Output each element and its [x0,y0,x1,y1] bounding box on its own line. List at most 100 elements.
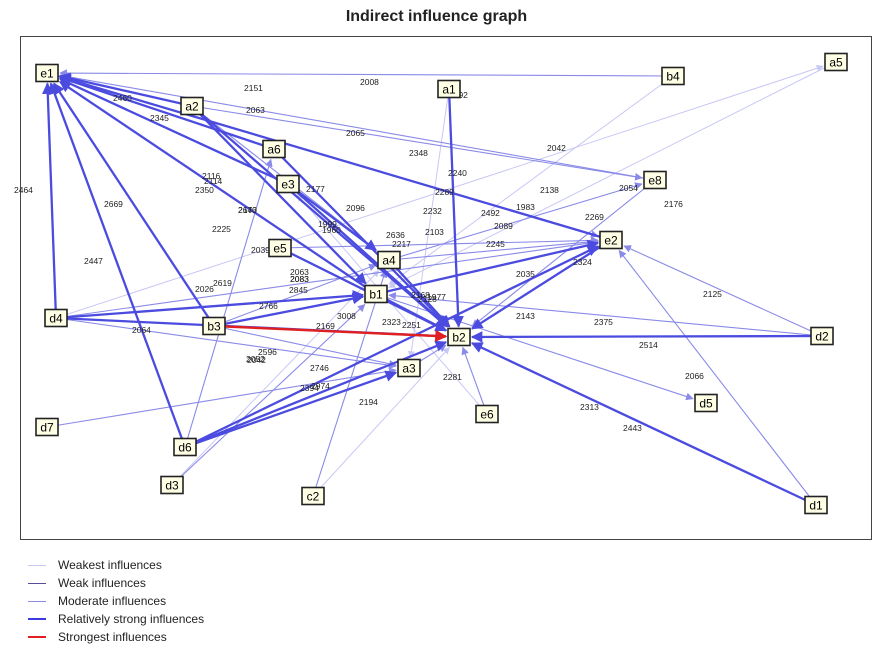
edge-label: 2052 [246,354,265,364]
node-e2: e2 [599,230,623,250]
edge-d2-e2 [623,245,823,337]
edge-label: 2619 [213,278,232,288]
node-b1: b1 [364,284,388,304]
edge-label: 2140 [238,205,257,215]
edge-label: 2596 [258,347,277,357]
edge-label: 2177 [306,184,325,194]
edge-label: 2064 [132,325,151,335]
edge-label: 2845 [289,285,308,295]
edge-label: 2125 [703,289,722,299]
edge-label: 2168 [411,290,430,300]
edge-label: 1983 [516,202,535,212]
edge-label: 2394 [300,383,319,393]
edge-c2-b2 [312,346,450,497]
edge-label: 2042 [247,355,266,365]
edge-d4-a3 [55,317,397,369]
node-box [180,96,204,116]
edge-label: 2065 [346,128,365,138]
edge-label: 2066 [685,371,704,381]
edge-label: 2348 [409,148,428,158]
edge-label: 2114 [204,176,223,186]
node-a1: a1 [437,79,461,99]
edge-label: 2063 [246,105,265,115]
edge-a1-a3 [407,88,450,359]
legend-item: Moderate influences [28,592,204,610]
node-box [35,63,59,83]
node-d5: d5 [694,393,718,413]
node-box [599,230,623,250]
edge-labels: 2008215122892065246019992345208920632116… [14,77,722,433]
node-box [301,486,325,506]
edge-label: 2324 [573,257,592,267]
edge-label: 2460 [113,93,132,103]
edge-label: 2169 [316,321,335,331]
graph-frame [20,36,872,540]
node-d6: d6 [173,437,197,457]
influence-graph: 2008215122892065246019992345208920632116… [14,52,848,515]
edge-d3-a4 [171,269,380,486]
edge-label: 2225 [212,224,231,234]
edge-label: 2103 [425,227,444,237]
node-e1: e1 [35,63,59,83]
node-label: a2 [185,100,199,114]
node-a6: a6 [262,139,286,159]
node-box [810,326,834,346]
edge-e8-e1 [59,72,656,181]
edge-label: 2974 [311,381,330,391]
node-box [475,404,499,424]
node-label: d7 [40,421,54,435]
edge-a5-b1 [388,61,837,288]
legend-swatch [28,600,46,602]
edge-label: 2143 [516,311,535,321]
node-label: a3 [402,362,416,376]
node-d3: d3 [160,475,184,495]
edge-d4-e1 [42,82,58,319]
node-label: e2 [604,234,618,248]
node-e3: e3 [276,174,300,194]
node-label: a6 [267,143,281,157]
node-label: a5 [829,56,843,70]
node-box [661,66,685,86]
edge-label: 2116 [202,171,221,181]
edge-a1-b2 [447,88,464,328]
legend-item: Weak influences [28,574,204,592]
legend-item: Strongest influences [28,628,204,646]
edges [42,61,837,507]
edge-label: 2026 [195,284,214,294]
edge-c2-a4 [312,269,388,497]
node-d4: d4 [44,308,68,328]
edge-a2-b2 [191,105,448,328]
edge-label: 1999 [318,219,337,229]
edge-label: 2217 [392,239,411,249]
edge-label: 2350 [195,185,214,195]
legend-swatch [28,636,46,638]
node-label: b2 [452,331,466,345]
edge-e6-b2 [461,346,488,415]
node-box [262,139,286,159]
chart-title: Indirect influence graph [345,8,528,25]
edge-d1-e2 [618,249,817,506]
node-b3: b3 [202,316,226,336]
edge-label: 2128 [418,294,437,304]
edge-label: 2514 [639,340,658,350]
node-c2: c2 [301,486,325,506]
edge-d6-a3 [184,370,398,449]
edge-label: 2176 [664,199,683,209]
node-label: b1 [369,288,383,302]
edge-label: 2054 [619,183,638,193]
edge-label: 2443 [623,423,642,433]
edge-label: 2245 [486,239,505,249]
edge-e5-e2 [279,236,599,249]
node-label: a4 [382,254,396,268]
edge-label: 2464 [14,185,33,195]
edge-b4-b1 [388,75,674,285]
edge-label: 2269 [585,212,604,222]
edge-label: 2492 [481,208,500,218]
edge-label: 2240 [448,168,467,178]
node-box [377,250,401,270]
node-e8: e8 [643,170,667,190]
edge-label: 2289 [435,187,454,197]
edge-d6-a6 [184,158,273,448]
edge-e3-a4 [287,183,377,252]
